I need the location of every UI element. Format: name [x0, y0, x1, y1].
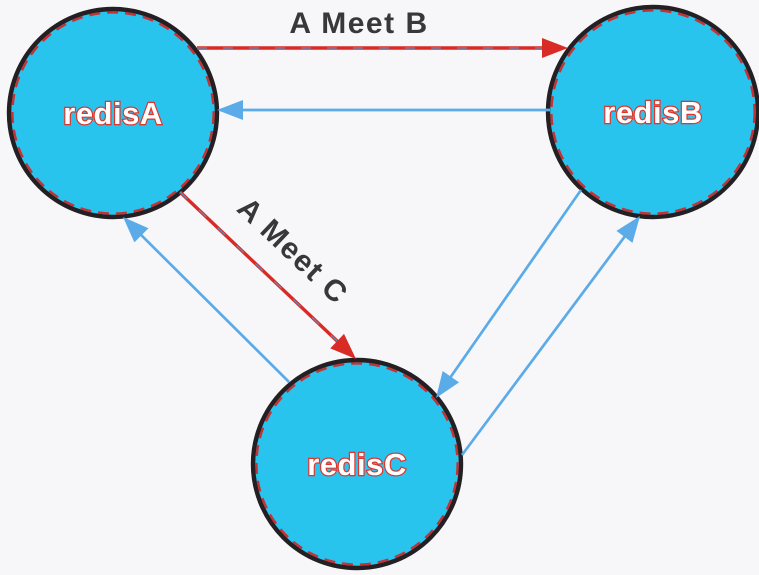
- edge-label-a-meet-b-label: A Meet B: [289, 7, 428, 40]
- edge-line-c-reply-a: [138, 232, 290, 383]
- node-circle-redisB: [545, 4, 759, 220]
- edge-line-c-to-b: [460, 233, 628, 456]
- node-label-redisA: redisA: [63, 96, 162, 131]
- node-redisB: redisB: [545, 4, 759, 220]
- node-inner-ring-redisC: [255, 362, 459, 566]
- arrowhead-b-to-c: [436, 370, 460, 398]
- node-circle-redisC: [250, 357, 464, 571]
- edge-b-reply-a: [217, 100, 550, 120]
- node-label-redisB: redisB: [603, 95, 702, 130]
- node-circle-redisA: [6, 6, 220, 220]
- arrowhead-a-meet-c: [330, 333, 356, 359]
- node-inner-ring-redisA: [11, 11, 215, 215]
- node-redisA: redisA: [6, 6, 220, 220]
- edge-line-core-a-meet-c: [179, 191, 338, 342]
- node-inner-ring-redisB: [550, 9, 756, 215]
- node-label-redisC: redisC: [307, 447, 406, 482]
- edge-a-meet-b: [197, 38, 568, 58]
- edge-b-to-c: [436, 189, 583, 398]
- edge-line-b-to-c: [448, 189, 583, 380]
- edge-c-to-b: [460, 216, 640, 456]
- edge-c-reply-a: [123, 217, 290, 383]
- node-redisC: redisC: [250, 357, 464, 571]
- arrowhead-b-reply-a: [217, 100, 243, 120]
- arrowhead-c-reply-a: [123, 217, 149, 243]
- arrowhead-c-to-b: [616, 216, 640, 243]
- arrowhead-a-meet-b: [542, 38, 568, 58]
- edge-a-meet-c: [178, 190, 356, 359]
